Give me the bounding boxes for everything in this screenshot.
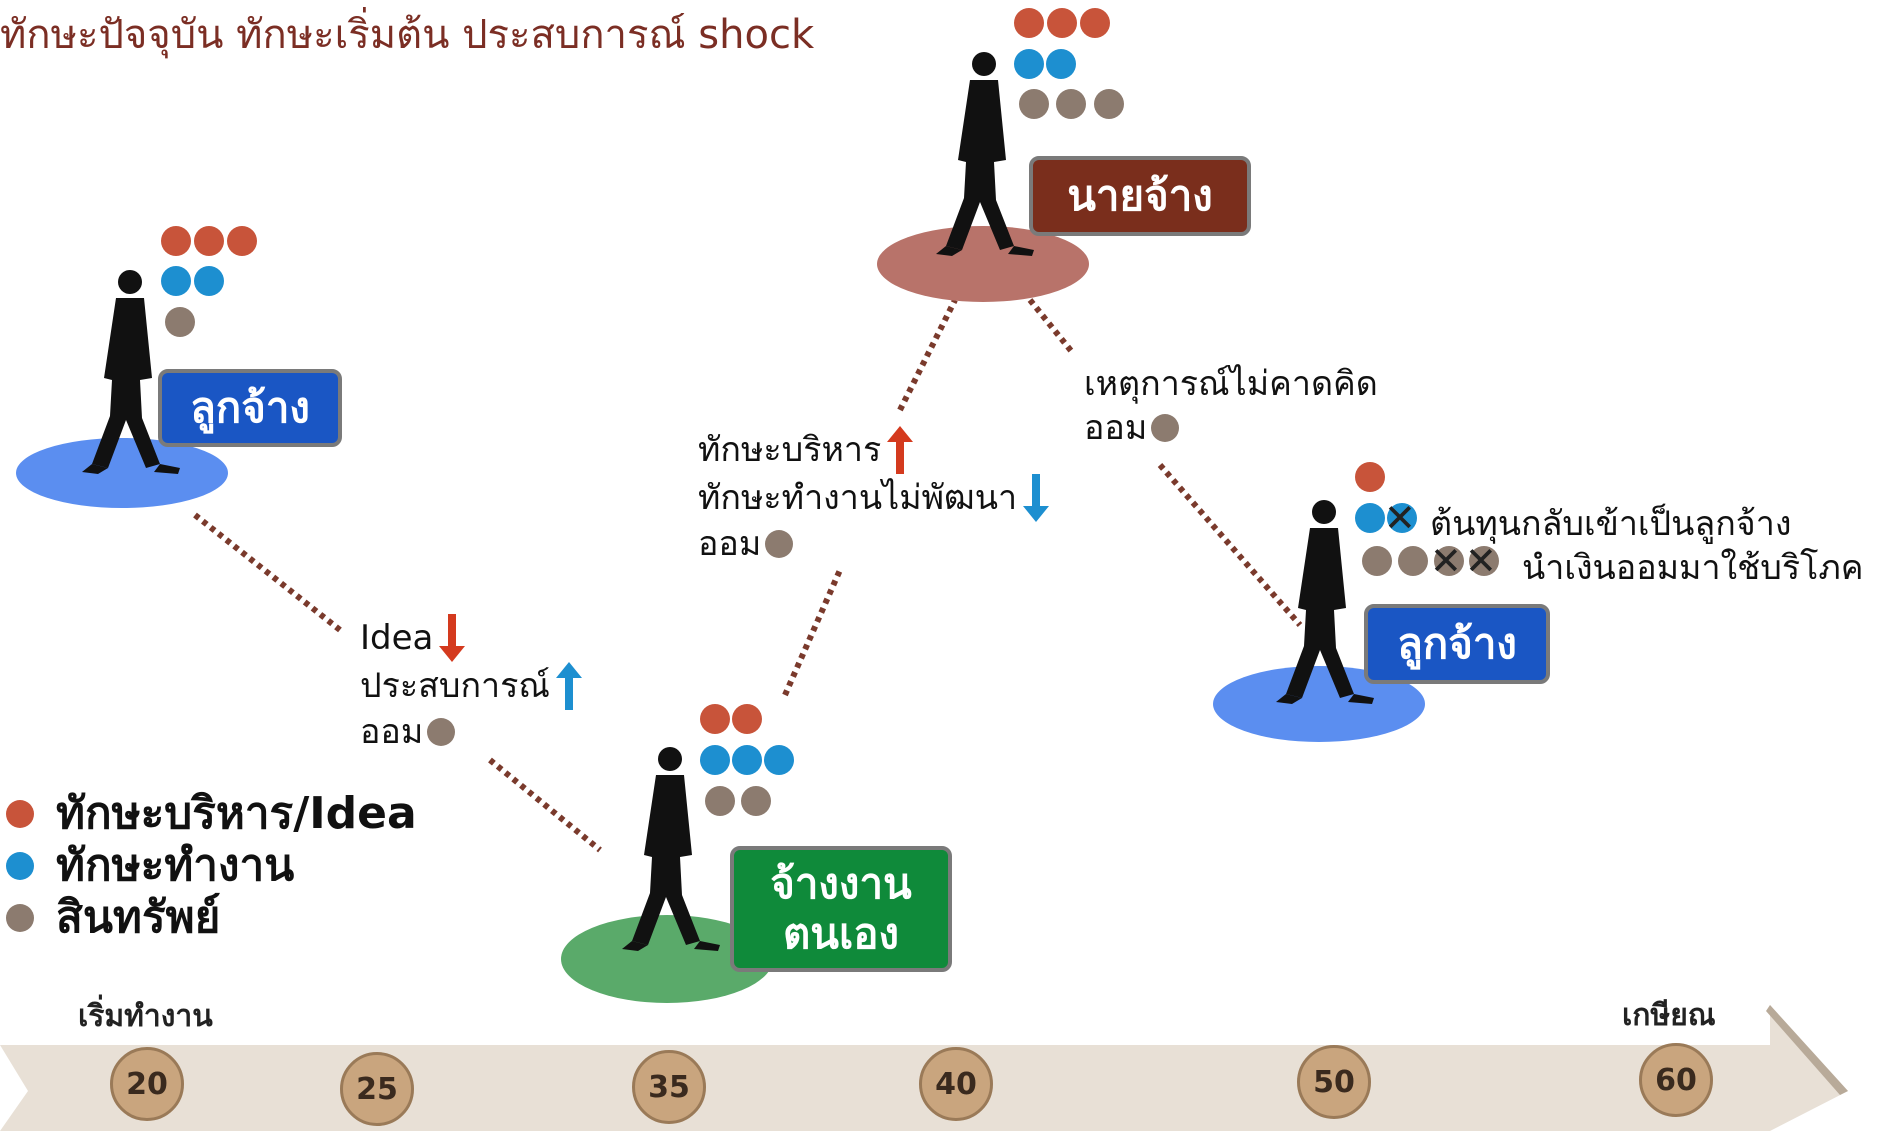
end-note-reentry-cost: ต้นทุนกลับเข้าเป็นลูกจ้าง (1430, 504, 1792, 544)
cross-mark-icon: ✕ (1465, 539, 1497, 583)
cross-mark-icon: ✕ (1384, 496, 1416, 540)
work-skill-dot (1046, 49, 1076, 79)
work-skill-dot (1387, 503, 1417, 533)
transition-note-3: เหตุการณ์ไม่คาดคิด ออม (1084, 362, 1378, 450)
asset-dot (1434, 546, 1464, 576)
timeline-end-label: เกษียณ (1622, 998, 1716, 1033)
work-skill-dot (1355, 503, 1385, 533)
age-marker-50: 50 (1297, 1045, 1371, 1119)
platform-employee-start (16, 438, 228, 508)
self-employed-label: จ้างงาน ตนเอง (730, 846, 952, 972)
red-up-arrow-icon (887, 426, 914, 474)
management-dot (700, 704, 730, 734)
asset-dot (1019, 89, 1049, 119)
work-skill-dot (764, 745, 794, 775)
employee-start-label: ลูกจ้าง (158, 369, 342, 447)
asset-dot (1362, 546, 1392, 576)
age-marker-60: 60 (1639, 1043, 1713, 1117)
blue-down-arrow-icon (1023, 474, 1050, 522)
legend-item-work-skill: ทักษะทำงาน (6, 840, 417, 892)
asset-dot (427, 718, 456, 746)
management-dot (732, 704, 762, 734)
asset-dot (165, 307, 195, 337)
blue-up-arrow-icon (555, 662, 582, 710)
work-skill-dot (732, 745, 762, 775)
transition-note-2: ทักษะบริหาร ทักษะทำงานไม่พัฒนา ออม (698, 426, 1050, 566)
legend-dot (6, 904, 34, 932)
connector-line-5 (1027, 298, 1075, 354)
work-skill-dot (700, 745, 730, 775)
legend-label: สินทรัพย์ (56, 892, 221, 943)
legend-label: ทักษะบริหาร/Idea (56, 788, 417, 839)
connector-line-2 (488, 757, 602, 853)
cross-mark-icon: ✕ (1430, 539, 1462, 583)
management-dot (194, 226, 224, 256)
asset-dot (1398, 546, 1428, 576)
asset-dot (765, 530, 794, 558)
walking-man-icon (1276, 500, 1374, 704)
legend-label: ทักษะทำงาน (56, 840, 295, 891)
asset-dot (1151, 414, 1180, 442)
walking-man-icon (936, 52, 1034, 256)
asset-dot (1094, 89, 1124, 119)
employee-end-label: ลูกจ้าง (1364, 604, 1550, 684)
walking-man-icon (82, 270, 180, 474)
management-dot (227, 226, 257, 256)
walking-man-icon (622, 747, 720, 951)
asset-dot (741, 786, 771, 816)
management-dot (161, 226, 191, 256)
transition-note-1: Idea ประสบการณ์ ออม (360, 614, 582, 754)
red-down-arrow-icon (439, 614, 466, 662)
legend-item-management: ทักษะบริหาร/Idea (6, 788, 417, 840)
work-skill-dot (1014, 49, 1044, 79)
connector-line-3 (782, 568, 843, 697)
connector-line-4 (897, 298, 958, 412)
age-marker-20: 20 (110, 1047, 184, 1121)
timeline-start-label: เริ่มทำงาน (78, 999, 213, 1034)
note-unexpected-text: เหตุการณ์ไม่คาดคิด (1084, 364, 1378, 404)
note-savings-text: ออม (698, 524, 762, 564)
note-idea-text: Idea (360, 618, 434, 658)
work-skill-dot (161, 266, 191, 296)
self-employed-label-line2: ตนเอง (782, 909, 900, 958)
platform-employer (877, 226, 1089, 302)
legend: ทักษะบริหาร/Idea ทักษะทำงาน สินทรัพย์ (6, 788, 417, 944)
employer-label: นายจ้าง (1029, 156, 1251, 236)
end-note-consume-savings: นำเงินออมมาใช้บริโภค (1522, 548, 1864, 588)
note-management-text: ทักษะบริหาร (698, 430, 882, 470)
age-marker-40: 40 (919, 1047, 993, 1121)
work-skill-dot (194, 266, 224, 296)
legend-item-assets: สินทรัพย์ (6, 892, 417, 944)
note-work-skill-text: ทักษะทำงานไม่พัฒนา (698, 478, 1018, 518)
legend-dot (6, 800, 34, 828)
legend-dot (6, 852, 34, 880)
asset-dot (1056, 89, 1086, 119)
note-experience-text: ประสบการณ์ (360, 666, 550, 706)
management-dot (1047, 8, 1077, 38)
management-dot (1355, 462, 1385, 492)
management-dot (1080, 8, 1110, 38)
asset-dot (1469, 546, 1499, 576)
note-savings-text: ออม (360, 712, 424, 752)
asset-dot (705, 786, 735, 816)
page-title: ทักษะปัจจุบัน ทักษะเริ่มต้น ประสบการณ์ s… (0, 12, 815, 58)
age-marker-25: 25 (340, 1052, 414, 1126)
note-savings-text: ออม (1084, 408, 1148, 448)
management-dot (1014, 8, 1044, 38)
age-marker-35: 35 (632, 1050, 706, 1124)
self-employed-label-line1: จ้างงาน (770, 858, 912, 908)
connector-line-1 (193, 512, 342, 633)
